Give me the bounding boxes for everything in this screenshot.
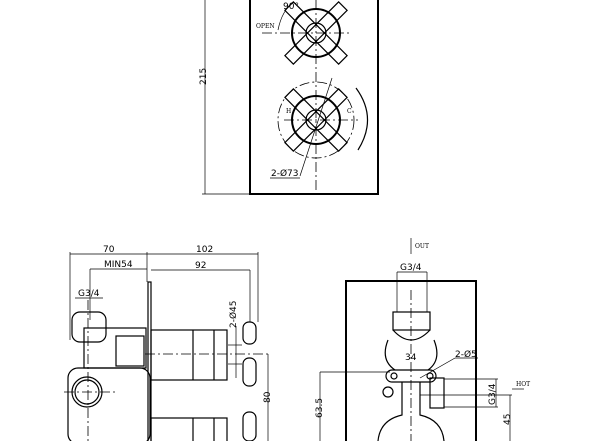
hot-inlet: [429, 377, 445, 409]
depth-label: 70: [103, 245, 115, 255]
hot-mark: H: [286, 108, 291, 115]
temperature-knob: H C 2-Ø73: [270, 77, 369, 179]
outlet-fitting: [71, 311, 107, 343]
outlet-fitting: [392, 311, 431, 331]
rear-view: OUT G3/4 34 2-Ø5 G3/4 HOT 63.5 45: [315, 238, 530, 441]
open-label: OPEN: [256, 23, 275, 30]
handle-diameter-label: 2-Ø45: [228, 300, 239, 328]
diameter-label: 2-Ø73: [271, 168, 299, 179]
valve-body: [83, 327, 147, 369]
side-view: 70 102 MIN54 92 G3/4 2-Ø45 80: [64, 245, 273, 441]
min-label: MIN54: [104, 260, 133, 270]
diverter-knob: 90° OPEN: [256, 1, 350, 65]
back-plate: [345, 280, 477, 441]
height-label: 63.5: [315, 398, 325, 418]
hot-label: HOT: [516, 381, 530, 388]
thread-label: G3/4: [78, 289, 100, 299]
cold-mark: C: [347, 108, 352, 115]
handle-body: [150, 329, 228, 381]
top-thread-label: G3/4: [400, 263, 422, 273]
front-view: 215 90° OPEN H C: [199, 0, 379, 198]
width-label: 34: [405, 353, 417, 363]
faceplate: [249, 0, 379, 195]
hot-height-label: 45: [503, 414, 513, 425]
height-label: 215: [199, 68, 209, 85]
spacing-label: 80: [263, 391, 273, 403]
out-label: OUT: [415, 243, 429, 250]
side-thread-label: G3/4: [488, 383, 498, 405]
projection-label: 102: [196, 245, 213, 255]
angle-label: 90°: [283, 2, 299, 12]
handle-label: 92: [195, 261, 206, 271]
hole-label: 2-Ø5: [455, 349, 477, 360]
